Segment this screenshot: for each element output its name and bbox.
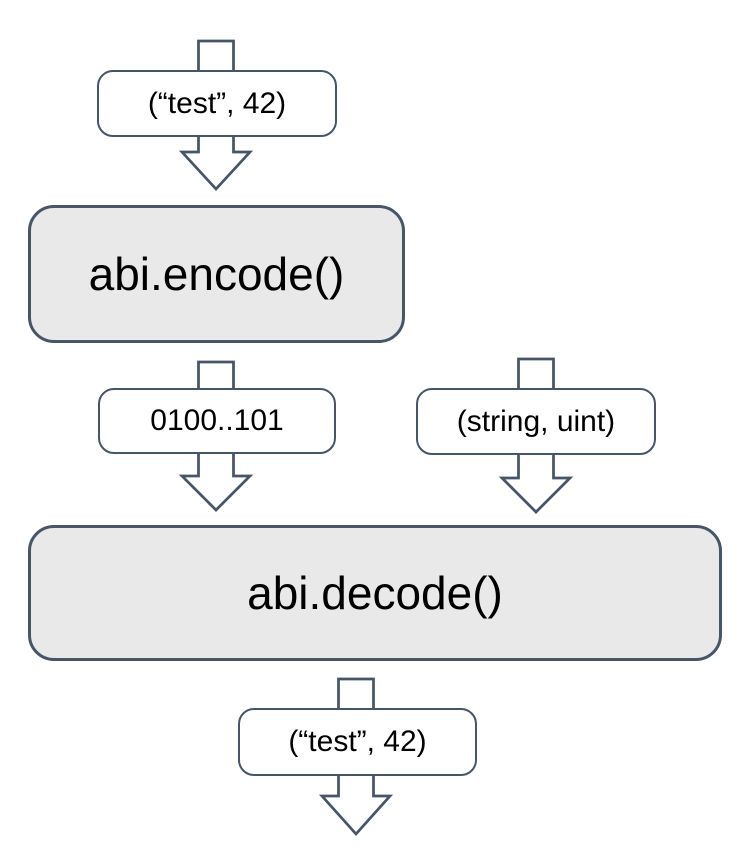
node-type-tuple: (string, uint) xyxy=(416,388,656,455)
node-abi-encode-label: abi.encode() xyxy=(88,248,345,300)
node-encoded-bytes-label: 0100..101 xyxy=(150,404,284,437)
node-type-tuple-label: (string, uint) xyxy=(456,404,616,438)
node-abi-encode: abi.encode() xyxy=(28,205,405,343)
node-encoded-bytes: 0100..101 xyxy=(98,388,336,454)
node-output-tuple: (“test”, 42) xyxy=(238,708,477,776)
node-abi-decode-label: abi.decode() xyxy=(247,567,503,619)
node-input-tuple: (“test”, 42) xyxy=(97,70,337,137)
node-abi-decode: abi.decode() xyxy=(28,525,722,661)
node-input-tuple-label: (“test”, 42) xyxy=(147,86,287,120)
node-output-tuple-label: (“test”, 42) xyxy=(288,725,427,758)
